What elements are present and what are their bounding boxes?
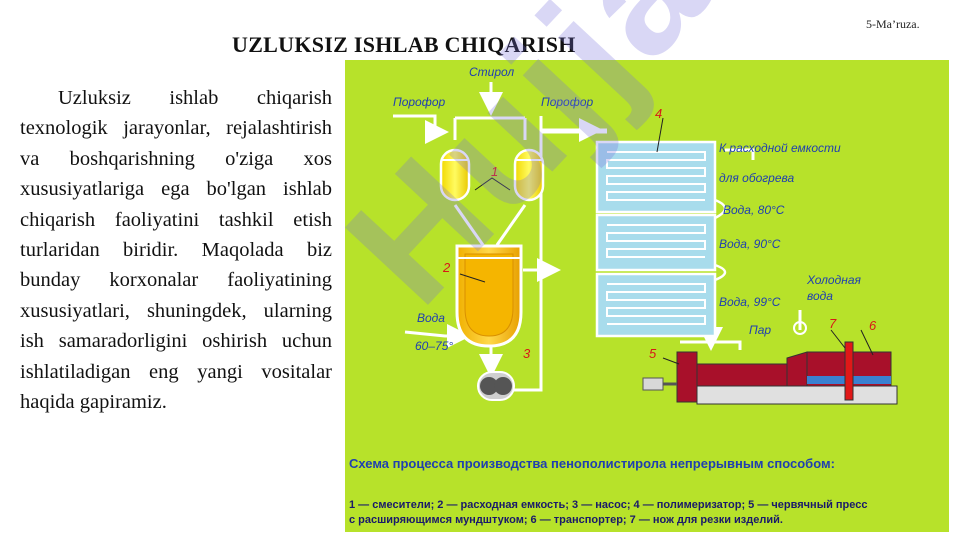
number-2: 2	[442, 260, 451, 275]
extruder-press	[662, 321, 898, 405]
label-porofor-left: Порофор	[393, 95, 446, 109]
label-cold-water-1: Холодная	[806, 273, 862, 287]
page-title: UZLUKSIZ ISHLAB CHIQARISH	[232, 32, 576, 57]
number-5: 5	[649, 346, 657, 361]
motor	[642, 377, 677, 391]
mixer-left	[439, 148, 471, 202]
number-7: 7	[829, 316, 837, 331]
number-4: 4	[655, 106, 662, 121]
label-cold-water-2: вода	[807, 289, 833, 303]
polymerizer	[595, 140, 727, 338]
number-1: 1	[491, 164, 498, 179]
legend-line-2: с расширяющимся мундштуком; 6 — транспор…	[349, 514, 783, 526]
feed-tank	[455, 244, 523, 348]
legend-line-1: 1 — смесители; 2 — расходная емкость; 3 …	[349, 499, 868, 511]
label-steam: Пар	[749, 323, 771, 337]
label-to-tank-2: для обогрева	[719, 171, 795, 185]
label-to-tank-1: К расходной емкости	[719, 141, 841, 155]
label-water-temp: 60–75°	[415, 339, 453, 353]
number-6: 6	[869, 318, 877, 333]
mixer-right	[513, 148, 545, 202]
body-paragraph: Uzluksiz ishlab chiqarish texnologik jar…	[20, 87, 332, 414]
label-porofor-right: Порофор	[541, 95, 594, 109]
slide-number: 5-Ma’ruza.	[866, 17, 920, 31]
label-water-80: Вода, 80°С	[723, 203, 785, 217]
label-styrene: Стирол	[469, 65, 514, 79]
figure-caption: Схема процесса производства пенополистир…	[349, 456, 835, 471]
label-water-99: Вода, 99°С	[719, 295, 781, 309]
label-water-90: Вода, 90°С	[719, 237, 781, 251]
pump	[477, 371, 515, 401]
process-diagram: Стирол Порофор Порофор К расходной емкос…	[345, 60, 949, 532]
number-3: 3	[523, 346, 531, 361]
label-water-in: Вода	[417, 311, 445, 325]
